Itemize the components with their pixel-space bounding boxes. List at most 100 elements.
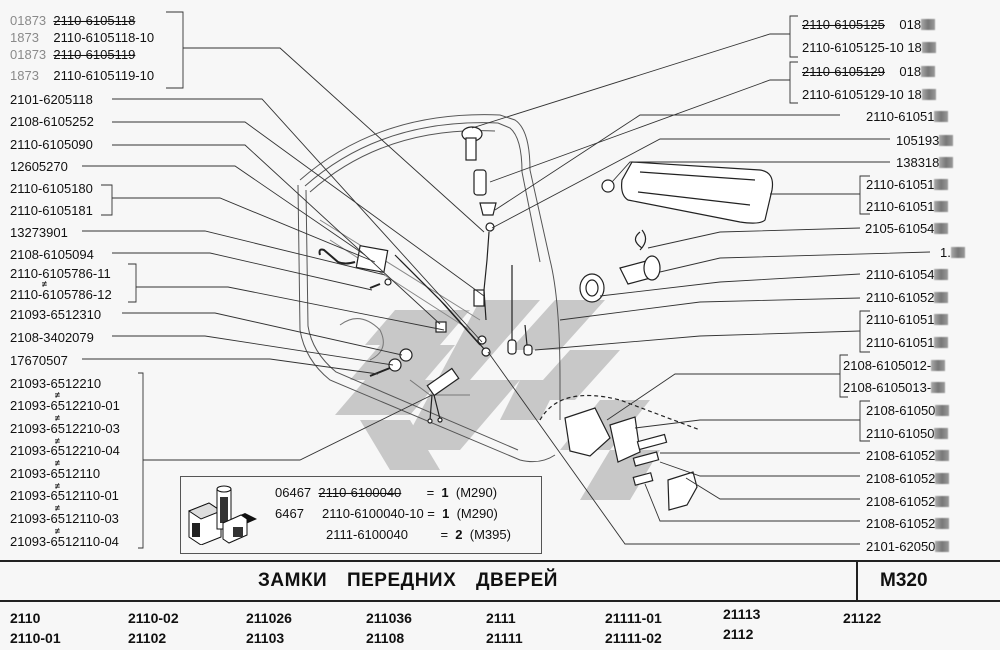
model-code[interactable]: 21113 xyxy=(723,606,761,622)
obscured-digits xyxy=(934,223,949,234)
kit-row[interactable]: 6467 2110-6100040-10 = 1 (M290) xyxy=(275,506,498,521)
obscured-digits xyxy=(934,201,949,212)
part-label[interactable]: 2110-6105129-10 18 xyxy=(802,87,936,102)
not-interchangeable-symbol: ≠ xyxy=(55,481,60,491)
part-label[interactable]: 2110-6105125-10 18 xyxy=(802,40,936,55)
not-interchangeable-symbol: ≠ xyxy=(42,279,47,289)
obscured-digits xyxy=(935,473,950,484)
title-bar: ЗАМКИ ПЕРЕДНИХ ДВЕРЕЙ M320 xyxy=(0,560,1000,602)
obscured-digits xyxy=(934,292,949,303)
part-label[interactable]: 2101-6205118 xyxy=(10,92,93,107)
model-code[interactable]: 21122 xyxy=(843,610,882,626)
obscured-digits xyxy=(939,135,954,146)
obscured-digits xyxy=(931,360,946,371)
obscured-digits xyxy=(921,89,936,100)
part-label[interactable]: 2108-61050 xyxy=(866,403,950,418)
part-label[interactable]: 2110-6105090 xyxy=(10,137,93,152)
part-label[interactable]: 2110-61052 xyxy=(866,290,949,305)
obscured-digits xyxy=(935,496,950,507)
obscured-digits xyxy=(939,157,954,168)
model-code[interactable]: 21111 xyxy=(486,630,523,646)
part-label[interactable]: 21093-6512110-03 xyxy=(10,511,119,526)
obscured-digits xyxy=(934,269,949,280)
not-interchangeable-symbol: ≠ xyxy=(55,458,60,468)
kit-row[interactable]: 2111-6100040 = 2 (M395) xyxy=(326,527,511,542)
part-label[interactable]: 2110-6105180 xyxy=(10,181,93,196)
model-code[interactable]: 21103 xyxy=(246,630,285,646)
part-label[interactable]: 21093-6512210-04 xyxy=(10,443,120,458)
part-label[interactable]: 21093-6512310 xyxy=(10,307,102,322)
door-lock-exploded-diagram xyxy=(82,11,931,549)
part-label[interactable]: 2110-61051 xyxy=(866,177,949,192)
part-label[interactable]: 2110-6105181 xyxy=(10,203,93,218)
model-code[interactable]: 2110 xyxy=(10,610,41,626)
part-label[interactable]: 2101-62050 xyxy=(866,539,950,554)
part-label[interactable]: 1873 2110-6105119-10 xyxy=(10,68,155,83)
model-code[interactable]: 21102 xyxy=(128,630,167,646)
part-label[interactable]: 2108-61052 xyxy=(866,448,950,463)
not-interchangeable-symbol: ≠ xyxy=(55,503,60,513)
obscured-digits xyxy=(934,179,949,190)
model-code[interactable]: 2110-02 xyxy=(128,610,179,626)
part-label[interactable]: 17670507 xyxy=(10,353,68,368)
obscured-digits xyxy=(950,247,965,258)
not-interchangeable-symbol: ≠ xyxy=(55,436,60,446)
part-label[interactable]: 21093-6512110-01 xyxy=(10,488,119,503)
model-code[interactable]: 2111 xyxy=(486,610,516,626)
model-code[interactable]: 21111-02 xyxy=(605,630,662,646)
part-label[interactable]: 1. xyxy=(940,245,965,260)
part-label[interactable]: 01873 2110-6105119 xyxy=(10,47,136,62)
part-label[interactable]: 2108-6105094 xyxy=(10,247,94,262)
door-frame-outline xyxy=(297,114,561,463)
part-label[interactable]: 21093-6512210-01 xyxy=(10,398,120,413)
model-code[interactable]: 211026 xyxy=(246,610,292,626)
parts xyxy=(318,126,774,511)
part-label[interactable]: 2108-61052 xyxy=(866,471,950,486)
part-label[interactable]: 01873 2110-6105118 xyxy=(10,13,136,28)
part-label[interactable]: 21093-6512110 xyxy=(10,466,101,481)
obscured-digits xyxy=(934,428,949,439)
model-code[interactable]: 21108 xyxy=(366,630,405,646)
part-label[interactable]: 2108-6105012- xyxy=(843,358,946,373)
obscured-digits xyxy=(921,19,936,30)
part-label[interactable]: 2108-61052 xyxy=(866,494,950,509)
obscured-digits xyxy=(921,42,936,53)
part-label[interactable]: 2110-6105129 018 xyxy=(802,64,936,79)
part-label[interactable]: 2110-61050 xyxy=(866,426,949,441)
part-label[interactable]: 21093-6512210-03 xyxy=(10,421,120,436)
obscured-digits xyxy=(934,337,949,348)
obscured-digits xyxy=(935,518,950,529)
part-label[interactable]: 138318 xyxy=(896,155,954,170)
watermark-logo xyxy=(335,300,660,500)
part-label[interactable]: 2108-61052 xyxy=(866,516,950,531)
obscured-digits xyxy=(934,314,949,325)
part-label[interactable]: 2110-61051 xyxy=(866,312,949,327)
part-label[interactable]: 21093-6512110-04 xyxy=(10,534,119,549)
part-label[interactable]: 2110-6105786-12 xyxy=(10,287,112,302)
part-label[interactable]: 13273901 xyxy=(10,225,68,240)
part-label[interactable]: 1873 2110-6105118-10 xyxy=(10,30,155,45)
leader-lines xyxy=(82,11,931,549)
part-label[interactable]: 2105-61054 xyxy=(865,221,949,236)
part-label[interactable]: 12605270 xyxy=(10,159,68,174)
model-code[interactable]: 211036 xyxy=(366,610,412,626)
part-label[interactable]: 2110-61051 xyxy=(866,109,949,124)
model-code[interactable]: 21111-01 xyxy=(605,610,662,626)
obscured-digits xyxy=(935,450,950,461)
obscured-digits xyxy=(935,405,950,416)
model-code[interactable]: 2110-01 xyxy=(10,630,61,646)
part-label[interactable]: 2110-61054 xyxy=(866,267,949,282)
model-code[interactable]: 2112 xyxy=(723,626,754,642)
part-label[interactable]: 2108-3402079 xyxy=(10,330,94,345)
not-interchangeable-symbol: ≠ xyxy=(55,390,60,400)
part-label[interactable]: 2110-61051 xyxy=(866,335,949,350)
part-label[interactable]: 21093-6512210 xyxy=(10,376,102,391)
part-label[interactable]: 2110-6105125 018 xyxy=(802,17,936,32)
part-label[interactable]: 2110-6105786-11 xyxy=(10,266,111,281)
divider xyxy=(856,562,858,600)
kit-row[interactable]: 06467 2110-6100040 = 1 (M290) xyxy=(275,485,498,500)
part-label[interactable]: 2108-6105013- xyxy=(843,380,946,395)
part-label[interactable]: 2110-61051 xyxy=(866,199,949,214)
part-label[interactable]: 2108-6105252 xyxy=(10,114,94,129)
part-label[interactable]: 105193 xyxy=(896,133,954,148)
